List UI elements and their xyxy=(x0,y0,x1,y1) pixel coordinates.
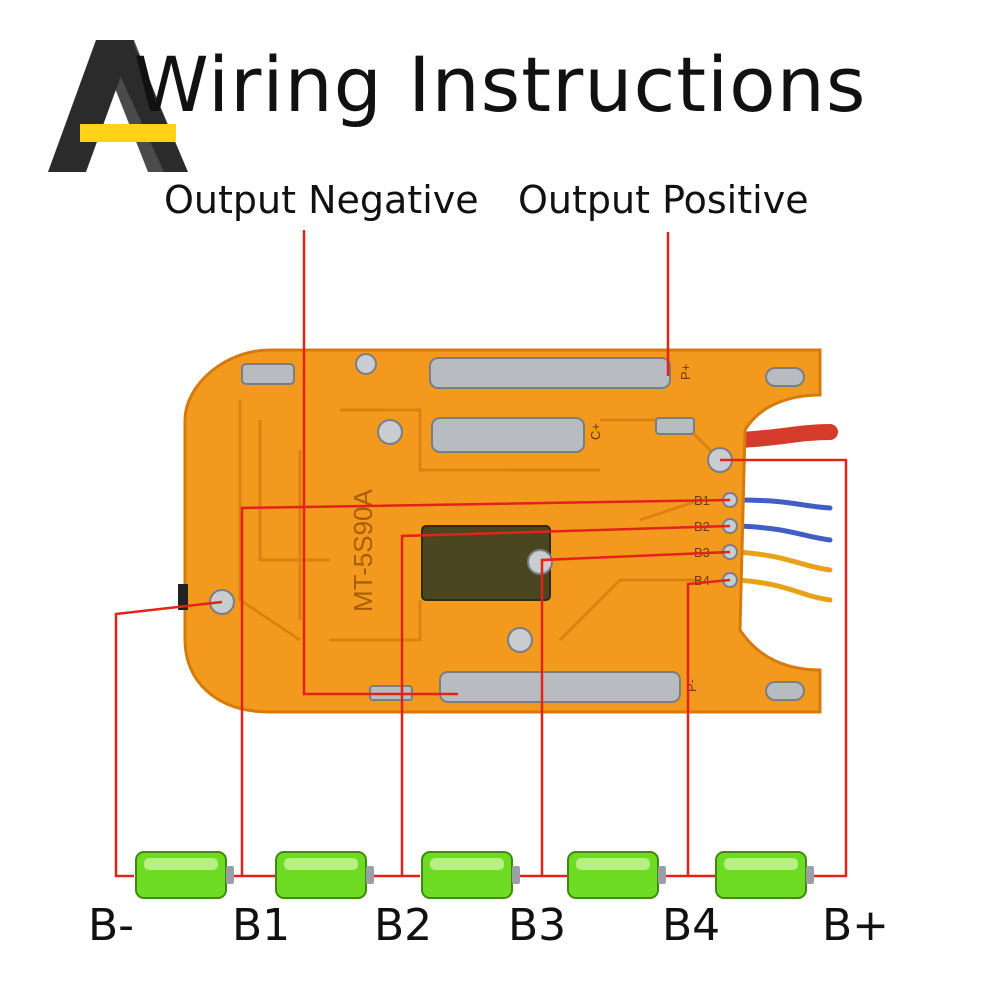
battery-cell-3 xyxy=(421,851,520,899)
battery-cells xyxy=(135,851,814,899)
board-model-label: MT-5S90A xyxy=(348,489,378,612)
battery-cell-4 xyxy=(567,851,666,899)
battery-cell-5 xyxy=(715,851,814,899)
wire-b3 xyxy=(540,550,731,876)
pad-label-p-minus: P- xyxy=(684,679,699,692)
cell-label-b1: B1 xyxy=(232,900,291,951)
pcb-board: MT-5S90A P+ C+ P- B1 B2 B3 B4 xyxy=(178,348,822,714)
battery-cell-2 xyxy=(275,851,374,899)
pad-label-p-plus: P+ xyxy=(678,364,693,380)
pad-label-c-plus: C+ xyxy=(588,423,603,440)
cell-label-b4: B4 xyxy=(662,900,721,951)
cell-label-b-plus: B+ xyxy=(822,900,890,951)
cell-label-b3: B3 xyxy=(508,900,567,951)
wire-b1 xyxy=(240,498,731,876)
output-positive-label: Output Positive xyxy=(518,178,809,222)
battery-cell-1 xyxy=(135,851,234,899)
brand-logo xyxy=(48,40,188,172)
cell-label-b-minus: B- xyxy=(88,900,135,951)
wire-b2 xyxy=(400,524,731,876)
wiring-lines xyxy=(114,230,848,878)
page-title: Wiring Instructions xyxy=(133,40,867,129)
output-negative-line xyxy=(302,230,458,696)
wire-b-minus xyxy=(114,600,223,878)
cell-label-b2: B2 xyxy=(374,900,433,951)
wire-b-plus xyxy=(720,458,848,878)
output-negative-label: Output Negative xyxy=(164,178,479,222)
wire-b4 xyxy=(686,578,731,876)
pad-label-b4: B4 xyxy=(694,573,710,588)
balance-wires xyxy=(732,424,838,603)
